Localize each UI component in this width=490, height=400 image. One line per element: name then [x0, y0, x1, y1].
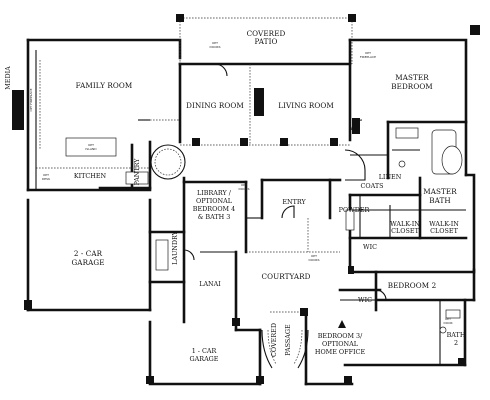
label-kitchen: KITCHEN	[74, 172, 107, 180]
doors	[138, 63, 387, 301]
interior-lines	[35, 50, 466, 365]
note-opt-doors-patio-2: DOORS	[209, 45, 220, 49]
label-wic-bed3: WIC	[358, 296, 372, 304]
note-opt-desk-2: DESK	[42, 177, 51, 181]
bathtub-icon	[441, 145, 463, 175]
note-opt-door-bath2-1: OPT	[445, 317, 451, 321]
note-opt-island-2: ISLAND	[85, 147, 97, 151]
note-opt-doors-library-1: OPT	[241, 183, 247, 187]
note-opt-doors-library-2: DOORS	[238, 187, 249, 191]
label-laundry: LAUNDRY	[171, 230, 179, 265]
label-library-1: LIBRARY /	[197, 189, 232, 197]
columns	[12, 14, 480, 384]
label-bedroom-3-1: BEDROOM 3/	[318, 332, 363, 340]
label-powder: POWDER	[339, 206, 370, 214]
note-opt-fireplace-family: OPT FIREPLACE	[29, 88, 33, 111]
label-garage-1car-2: GARAGE	[190, 355, 219, 363]
label-walkin-closet-2b: CLOSET	[430, 227, 458, 235]
label-dining-room: DINING ROOM	[186, 101, 244, 110]
label-covered-patio-2: PATIO	[255, 37, 278, 46]
label-bath-2b: 2	[454, 339, 458, 347]
label-garage-1car-1: 1 - CAR	[192, 347, 217, 355]
rotundas	[150, 144, 366, 369]
label-wic-master: WIC	[363, 243, 377, 251]
label-linen: LINEN	[379, 173, 402, 181]
label-library-4: & BATH 3	[198, 213, 231, 221]
label-courtyard: COURTYARD	[262, 272, 311, 281]
label-garage-2car-2: GARAGE	[71, 258, 104, 267]
note-opt-doors-court-1: OPT	[311, 254, 317, 258]
label-master-bath-1: MASTER	[423, 187, 457, 196]
room-labels: COVERED PATIO MEDIA FAMILY ROOM DINING R…	[4, 29, 466, 363]
label-master-bath-2: BATH	[429, 196, 451, 205]
label-bedroom-3-2: OPTIONAL	[322, 340, 359, 348]
label-bedroom-2: BEDROOM 2	[388, 281, 437, 290]
label-walkin-closet-1b: CLOSET	[391, 227, 419, 235]
label-pantry: PANTRY	[133, 158, 141, 186]
label-bath-2a: BATH	[447, 331, 466, 339]
entry-arrow-icon	[338, 320, 346, 328]
note-opt-doors-court-2: DOORS	[308, 258, 319, 262]
note-opt-door-bath2-2: DOOR	[443, 321, 452, 325]
label-covered-passage-2: PASSAGE	[284, 324, 292, 356]
note-opt-desk-1: OPT	[43, 173, 49, 177]
label-master-bedroom-1: MASTER	[395, 73, 429, 82]
toilet-icon	[398, 160, 406, 168]
label-covered-passage-1: COVERED	[270, 323, 278, 357]
label-bedroom-3-3: HOME OFFICE	[315, 348, 366, 356]
label-living-room: LIVING ROOM	[278, 101, 334, 110]
label-lanai: LANAI	[199, 280, 221, 288]
kitchen-island-icon	[65, 137, 117, 157]
label-entry: ENTRY	[282, 198, 306, 206]
label-media: MEDIA	[4, 66, 12, 90]
label-library-3: BEDROOM 4	[193, 205, 235, 213]
label-covered-patio-1: COVERED	[247, 29, 286, 38]
label-garage-2car-1: 2 - CAR	[74, 249, 103, 258]
label-coats: COATS	[360, 182, 383, 190]
label-library-2: OPTIONAL	[196, 197, 233, 205]
note-opt-island-1: OPT	[88, 143, 94, 147]
label-family-room: FAMILY ROOM	[76, 81, 133, 90]
plan-notes: OPT DOORS OPT DOORS OPT DOORS OPT FIREPL…	[29, 41, 453, 325]
label-walkin-closet-2a: WALK-IN	[429, 220, 459, 228]
note-opt-fireplace-master-2: FIREPLACE	[360, 55, 376, 59]
label-walkin-closet-1a: WALK-IN	[390, 220, 420, 228]
label-master-bedroom-2: BEDROOM	[391, 82, 433, 91]
fixtures	[65, 127, 463, 334]
note-opt-doors-patio-1: OPT	[212, 41, 218, 45]
note-opt-fireplace-master-1: OPT	[365, 51, 371, 55]
